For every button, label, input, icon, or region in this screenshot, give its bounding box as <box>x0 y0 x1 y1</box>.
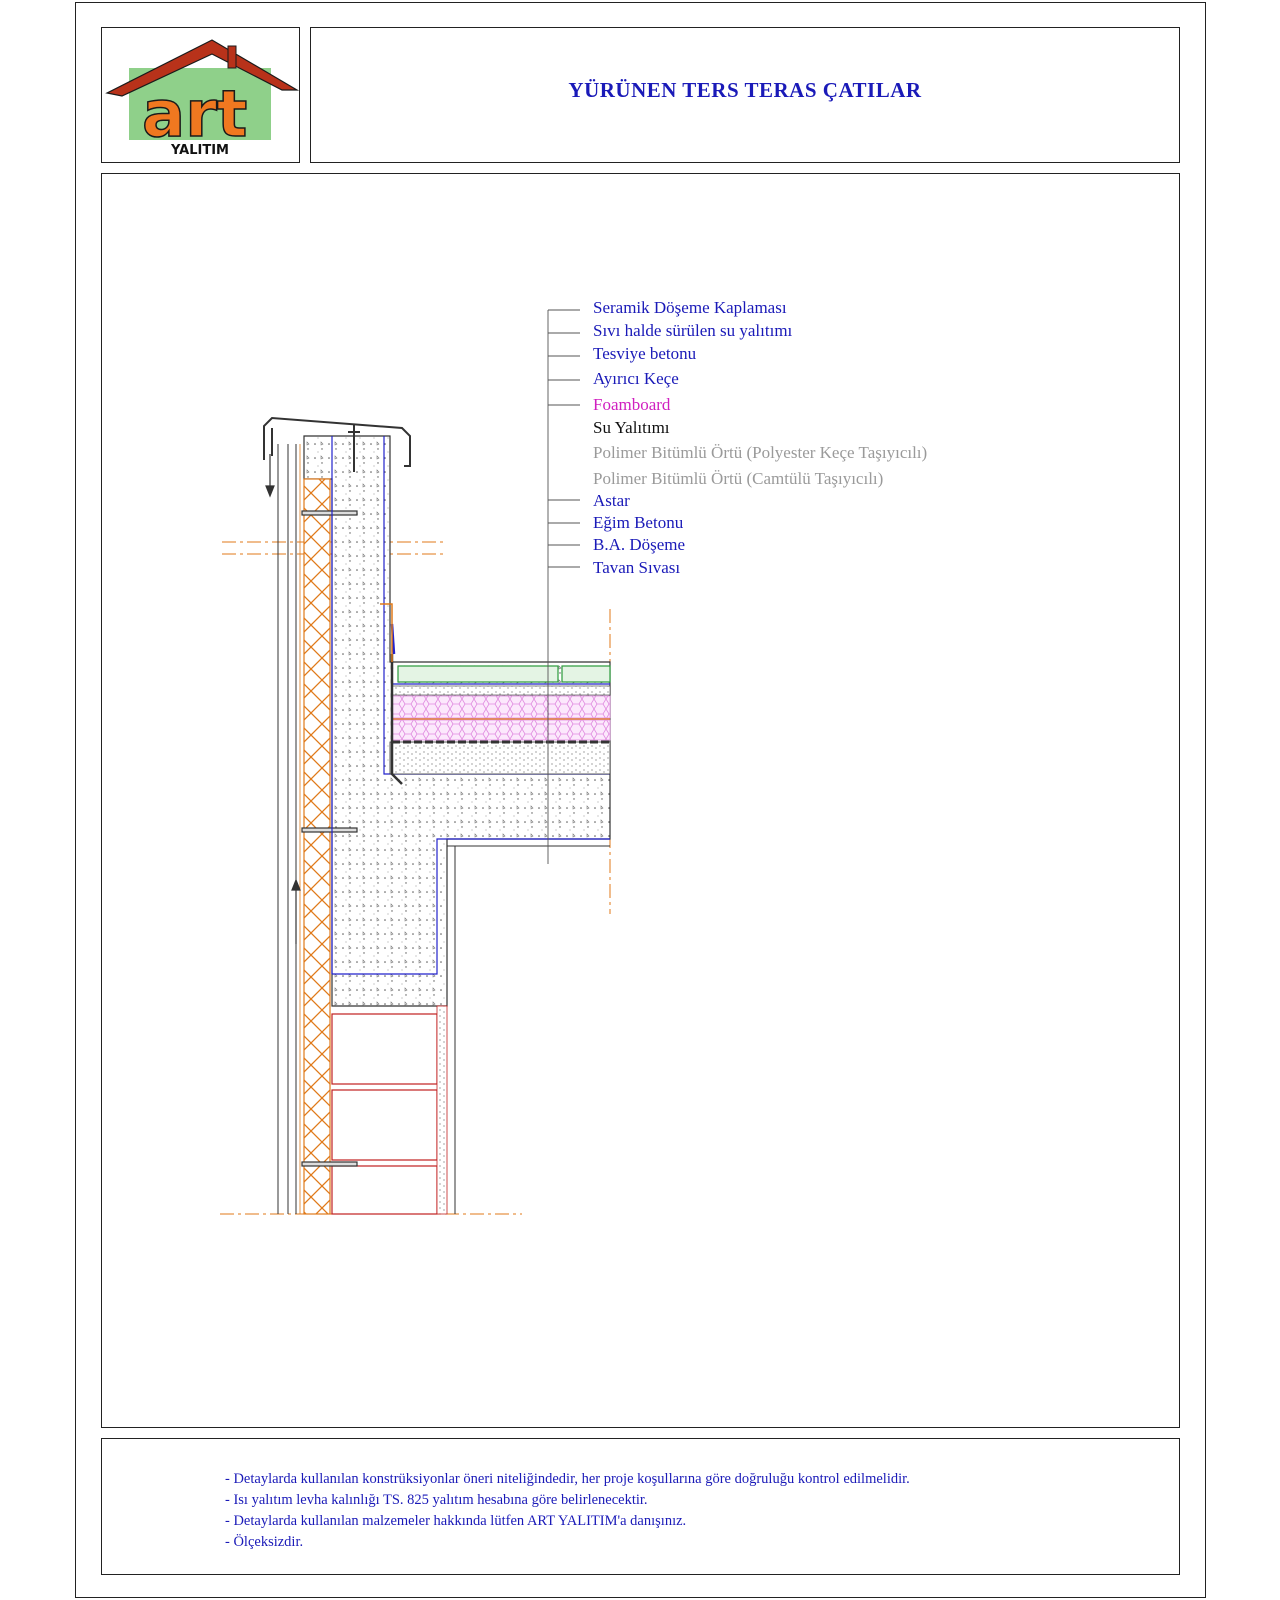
title-box: YÜRÜNEN TERS TERAS ÇATILAR <box>310 27 1180 163</box>
notes-box: - Detaylarda kullanılan konstrüksiyonlar… <box>101 1438 1180 1575</box>
logo-subtitle: YALITIM <box>170 143 229 158</box>
layer-label: B.A. Döşeme <box>593 535 686 554</box>
drawing-sheet-border <box>75 2 1206 1598</box>
ceramic-tiles <box>397 665 611 683</box>
logo-chimney <box>227 45 237 69</box>
layer-label: Tavan Sıvası <box>593 558 681 577</box>
leveling-concrete <box>391 685 611 696</box>
page-title: YÜRÜNEN TERS TERAS ÇATILAR <box>568 78 922 102</box>
facade-cladding <box>277 444 297 1214</box>
logo-wordmark: art <box>142 78 247 152</box>
layer-label: Eğim Betonu <box>593 513 684 532</box>
layer-label: Polimer Bitümlü Örtü (Camtülü Taşıyıcılı… <box>593 469 884 488</box>
layer-label: Su Yalıtımı <box>593 418 670 437</box>
layer-label: Ayırıcı Keçe <box>593 369 679 388</box>
terrace-section-drawing <box>220 309 611 1215</box>
airflow-arrows <box>265 454 301 944</box>
drawing-area: Seramik Döşeme Kaplaması Sıvı halde sürü… <box>101 173 1180 1428</box>
flashing-profile <box>380 603 393 662</box>
terrace-buildup <box>380 603 611 785</box>
foamboard-lower <box>391 719 611 741</box>
note-line: - Detaylarda kullanılan malzemeler hakkı… <box>225 1513 687 1529</box>
upturn-membrane <box>390 654 403 785</box>
logo-roof <box>105 39 299 97</box>
layer-label: Tesviye betonu <box>593 344 697 363</box>
facade-anchors <box>301 510 358 1167</box>
layer-label: Seramik Döşeme Kaplaması <box>593 298 787 317</box>
note-line: - Ölçeksizdir. <box>225 1534 304 1550</box>
layer-label: Foamboard <box>593 395 671 414</box>
brick-wall-plaster <box>436 1005 448 1215</box>
metal-coping <box>263 416 411 472</box>
notes-list: - Detaylarda kullanılan konstrüksiyonlar… <box>225 1469 910 1553</box>
layer-label: Sıvı halde sürülen su yalıtımı <box>593 321 793 340</box>
logo-box: art YALITIM <box>101 27 300 163</box>
facade-thermal-insulation <box>303 478 331 1215</box>
layer-label: Astar <box>593 491 630 510</box>
note-line: - Detaylarda kullanılan konstrüksiyonlar… <box>225 1471 910 1487</box>
company-logo: art YALITIM <box>105 39 299 158</box>
note-line: - Isı yalıtım levha kalınlığı TS. 825 ya… <box>225 1492 648 1508</box>
brick-wall <box>331 1013 438 1215</box>
foamboard-upper <box>391 695 611 719</box>
layer-label: Polimer Bitümlü Örtü (Polyester Keçe Taş… <box>593 443 928 462</box>
slope-concrete <box>389 741 611 775</box>
leader-lines <box>547 309 580 864</box>
